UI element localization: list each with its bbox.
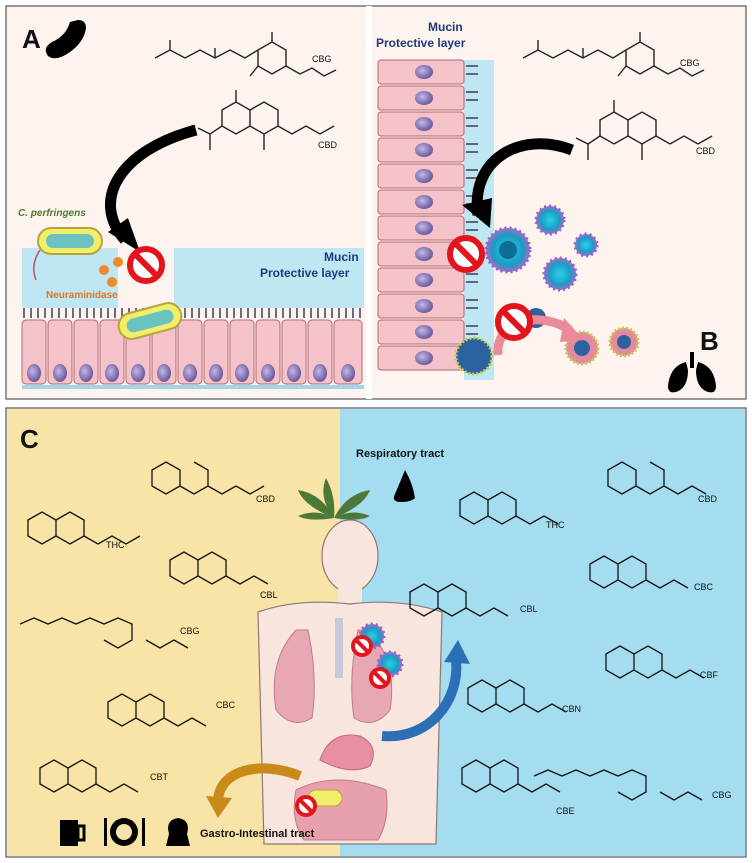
panel-a-mucin-left	[22, 248, 118, 308]
panel-c-resp-structures	[409, 461, 707, 801]
resp-blue-arrow	[381, 659, 462, 742]
panel-b-cbg-label: CBG	[680, 58, 700, 68]
panel-b-cbd-label: CBD	[696, 146, 716, 156]
panel-a-epithelium	[21, 319, 364, 389]
gi-cbd-label: CBD	[256, 494, 276, 504]
inhibit-sign-b1	[447, 235, 485, 273]
panel-b-epithelium	[377, 59, 478, 371]
panel-a-mucin-right	[174, 248, 364, 308]
resp-cbc-label: CBC	[694, 582, 714, 592]
resp-cbf-label: CBF	[700, 670, 718, 680]
inhibit-sign-a	[127, 246, 165, 284]
panel-a-cbd-structure	[197, 90, 335, 150]
panel-b-cbd-structure	[575, 100, 713, 160]
panel-b-cbg-structure	[522, 32, 705, 77]
panel-a-cbg-label: CBG	[312, 54, 332, 64]
panel-c-label: C	[20, 424, 39, 454]
panel-a-mucin-label: Mucin	[324, 250, 359, 264]
neuraminidase-label: Neuraminidase	[46, 290, 118, 301]
panel-a-cbg-structure	[154, 32, 337, 77]
inhibit-signs-c	[295, 635, 391, 817]
resp-cbg-label: CBG	[712, 790, 732, 800]
panel-b-mucin-label: Mucin	[428, 20, 463, 34]
resp-cbe-label: CBE	[556, 806, 575, 816]
panel-a-label: A	[22, 24, 41, 54]
c-perfringens-bacterium-1	[33, 227, 103, 281]
gi-cbg-label: CBG	[180, 626, 200, 636]
stomach-icon	[45, 20, 86, 59]
panel-b-arrowhead	[462, 198, 492, 228]
resp-cbl-label: CBL	[520, 604, 538, 614]
resp-blue-arrowhead	[444, 640, 470, 664]
panel-b-label: B	[700, 326, 719, 356]
nose-icon	[393, 470, 415, 502]
gi-cbl-label: CBL	[260, 590, 278, 600]
inhibit-sign-b2	[495, 303, 533, 341]
gi-tract-title: Gastro-Intestinal tract	[200, 828, 315, 840]
beer-mug-icon	[60, 820, 86, 846]
neuraminidase-dots	[99, 257, 123, 287]
resp-cbd-label: CBD	[698, 494, 718, 504]
respiratory-tract-title: Respiratory tract	[356, 448, 445, 460]
gi-cbt-label: CBT	[150, 772, 168, 782]
panel-a-curved-arrow	[104, 124, 198, 244]
resp-thc-label: THC	[546, 520, 565, 530]
cannabis-leaf-icon	[298, 478, 370, 520]
resp-cbn-label: CBN	[562, 704, 582, 714]
c-perfringens-bacterium-2	[117, 302, 183, 340]
panel-a-protective-layer-label: Protective layer	[260, 266, 350, 280]
panel-b-pink-arrowhead	[560, 318, 584, 342]
muffin-icon	[166, 818, 190, 846]
plate-cutlery-icon	[104, 818, 145, 846]
lungs-icon	[668, 352, 716, 393]
panel-b-protective-layer-label: Protective layer	[376, 36, 466, 50]
panel-b-curved-arrow	[471, 138, 574, 216]
c-perfringens-label: C. perfringens	[18, 208, 86, 219]
gi-orange-arrowhead	[206, 796, 232, 818]
gi-thc-label: THC	[106, 540, 125, 550]
panel-a-arrowhead	[108, 218, 140, 252]
panel-c-gi-structures	[19, 461, 269, 793]
panel-a-cbd-label: CBD	[318, 140, 338, 150]
gi-orange-arrow	[213, 763, 302, 801]
gi-cbc-label: CBC	[216, 700, 236, 710]
